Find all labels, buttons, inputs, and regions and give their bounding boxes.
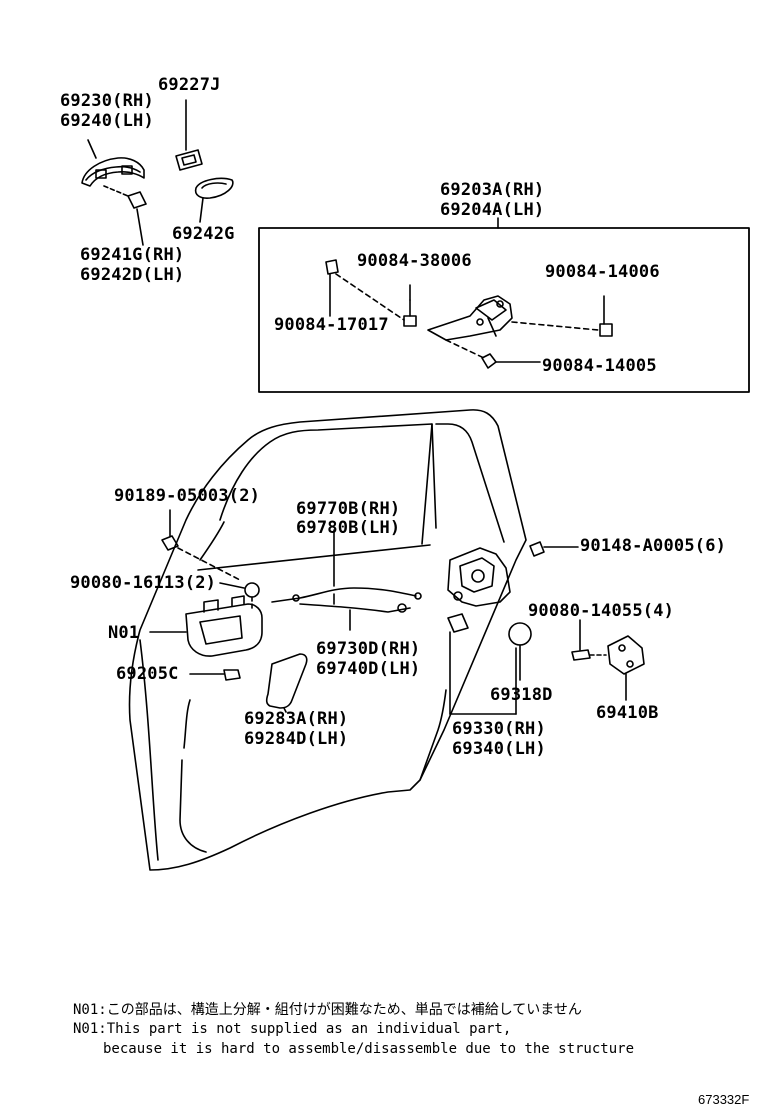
label-69241g: 69241G(RH) bbox=[80, 245, 185, 265]
screw-14005 bbox=[445, 339, 541, 369]
note-jp: N01:この部品は、構造上分解・組付けが困難なため、単品では補給していません bbox=[73, 1002, 582, 1018]
label-69330: 69330(RH) bbox=[452, 719, 546, 739]
label-69410b: 69410B bbox=[596, 703, 659, 723]
outside-handle-part bbox=[81, 139, 145, 197]
label-69240: 69240(LH) bbox=[60, 111, 154, 131]
inset-box bbox=[258, 227, 750, 393]
label-90084-38006: 90084-38006 bbox=[357, 251, 472, 271]
label-90084-17017: 90084-17017 bbox=[274, 315, 389, 335]
screw-14006 bbox=[511, 295, 613, 337]
note-en-line1: N01:This part is not supplied as an indi… bbox=[73, 1021, 512, 1037]
label-69340: 69340(LH) bbox=[452, 739, 546, 759]
door-lock-69330 bbox=[447, 547, 517, 715]
cable-69770b bbox=[271, 529, 422, 631]
door-outline bbox=[128, 409, 527, 871]
label-69284d: 69284D(LH) bbox=[244, 729, 349, 749]
label-90148: 90148-A0005(6) bbox=[580, 536, 727, 556]
lock-bracket-part bbox=[427, 295, 513, 341]
cap-69318d bbox=[508, 622, 532, 681]
label-69203a: 69203A(RH) bbox=[440, 180, 545, 200]
striker-69410b bbox=[607, 635, 645, 701]
label-69283a: 69283A(RH) bbox=[244, 709, 349, 729]
label-69205c: 69205C bbox=[116, 664, 179, 684]
screw-69205c bbox=[189, 669, 241, 681]
handle-pad-part bbox=[127, 191, 147, 246]
screw-90148 bbox=[529, 541, 579, 557]
label-69230: 69230(RH) bbox=[60, 91, 154, 111]
clip-90189 bbox=[161, 509, 241, 581]
label-90084-14005: 90084-14005 bbox=[542, 356, 657, 376]
screw-14055 bbox=[571, 619, 607, 661]
label-69204a: 69204A(LH) bbox=[440, 200, 545, 220]
handle-clip-part bbox=[175, 99, 203, 171]
label-90084-14006: 90084-14006 bbox=[545, 262, 660, 282]
label-69730d: 69730D(RH) bbox=[316, 639, 421, 659]
label-69318d: 69318D bbox=[490, 685, 553, 705]
label-69242d: 69242D(LH) bbox=[80, 265, 185, 285]
note-en-line2: because it is hard to assemble/disassemb… bbox=[103, 1041, 635, 1057]
screw-16113 bbox=[219, 582, 260, 611]
label-69780b: 69780B(LH) bbox=[296, 518, 401, 538]
label-69770b: 69770B(RH) bbox=[296, 499, 401, 519]
label-69227j: 69227J bbox=[158, 75, 221, 95]
clip-17017 bbox=[325, 259, 405, 321]
label-n01: N01 bbox=[108, 623, 140, 643]
label-90189: 90189-05003(2) bbox=[114, 486, 261, 506]
label-90080-16113: 90080-16113(2) bbox=[70, 573, 217, 593]
label-90080-14055: 90080-14055(4) bbox=[528, 601, 675, 621]
label-69740d: 69740D(LH) bbox=[316, 659, 421, 679]
label-69242g: 69242G bbox=[172, 224, 235, 244]
inside-handle-n01 bbox=[149, 595, 263, 657]
handle-pad-g-part bbox=[194, 177, 234, 223]
screw-38006 bbox=[403, 284, 417, 327]
drawing-code: 673332F bbox=[698, 1092, 750, 1107]
handle-cover-69283a bbox=[265, 653, 308, 713]
